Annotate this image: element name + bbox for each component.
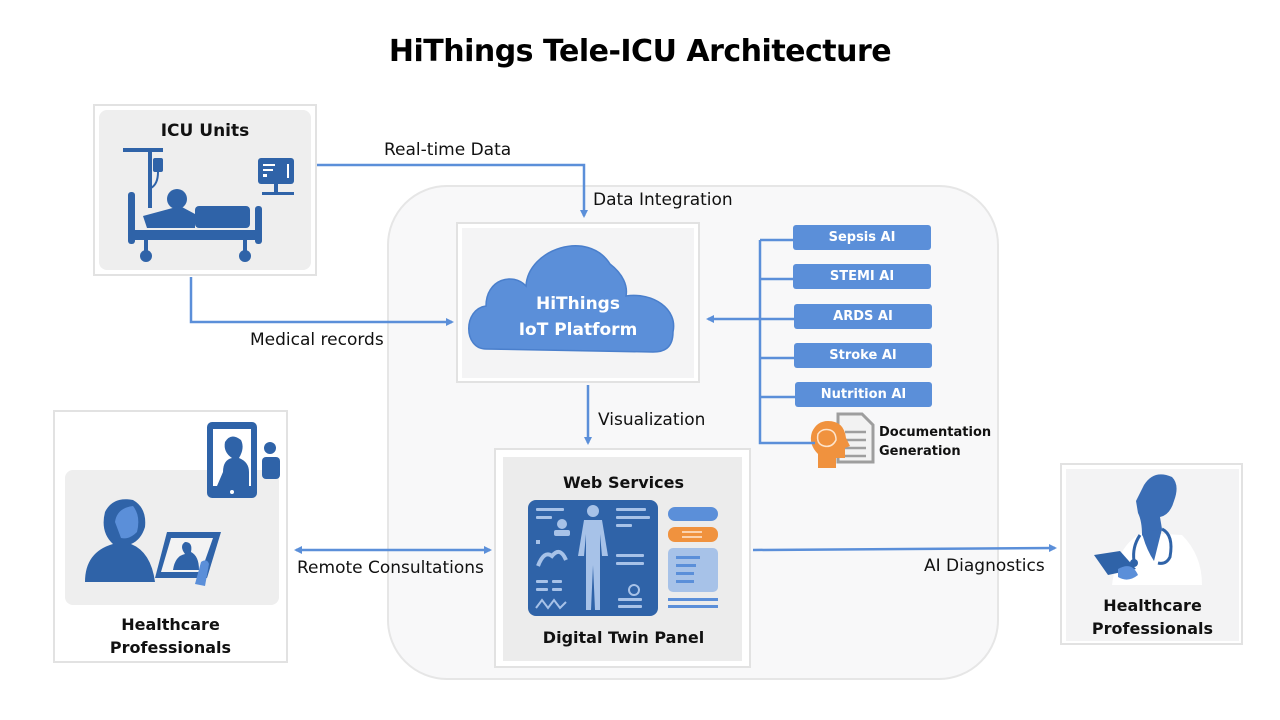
remote-professionals-label-1: Healthcare: [121, 615, 220, 634]
remote-professionals-label-2: Professionals: [109, 638, 232, 657]
onsite-professionals-label-2: Professionals: [1091, 619, 1214, 638]
ai-module-ards[interactable]: ARDS AI: [794, 304, 932, 329]
iot-platform-label-1: HiThings: [536, 294, 620, 314]
ai-module-nutrition[interactable]: Nutrition AI: [795, 382, 932, 407]
label-medical-records: Medical records: [250, 330, 384, 350]
label-ai-diagnostics: AI Diagnostics: [924, 556, 1045, 576]
ai-module-sepsis[interactable]: Sepsis AI: [793, 225, 931, 250]
label-data-integration: Data Integration: [593, 190, 733, 210]
cloud-icon: [468, 245, 675, 353]
label-remote-consultations: Remote Consultations: [297, 558, 484, 578]
ai-module-stemi[interactable]: STEMI AI: [793, 264, 931, 289]
icu-units-node[interactable]: ICU Units: [93, 104, 317, 276]
label-visualization: Visualization: [598, 410, 706, 430]
onsite-professionals-node[interactable]: Healthcare Professionals: [1060, 463, 1243, 645]
hospital-bed-icon: [123, 148, 294, 262]
icu-units-label: ICU Units: [160, 121, 250, 141]
digital-twin-dashboard-icon: [528, 500, 718, 616]
documentation-label-1: Documentation: [879, 425, 992, 440]
web-services-node[interactable]: Web Services: [494, 448, 751, 668]
remote-professionals-node[interactable]: Healthcare Professionals: [53, 410, 288, 663]
digital-twin-label: Digital Twin Panel: [542, 628, 705, 647]
web-services-title: Web Services: [563, 473, 684, 492]
doctor-icon: [1094, 474, 1202, 585]
ai-module-stroke[interactable]: Stroke AI: [794, 343, 932, 368]
documentation-label-2: Generation: [879, 444, 961, 459]
diagram-title: HiThings Tele-ICU Architecture: [388, 34, 892, 69]
label-realtime-data: Real-time Data: [384, 140, 512, 160]
iot-platform-label-2: IoT Platform: [518, 320, 638, 340]
onsite-professionals-label-1: Healthcare: [1103, 596, 1202, 615]
iot-platform-node[interactable]: HiThings IoT Platform: [456, 222, 700, 383]
telehealth-tablet-icon: [85, 422, 280, 586]
